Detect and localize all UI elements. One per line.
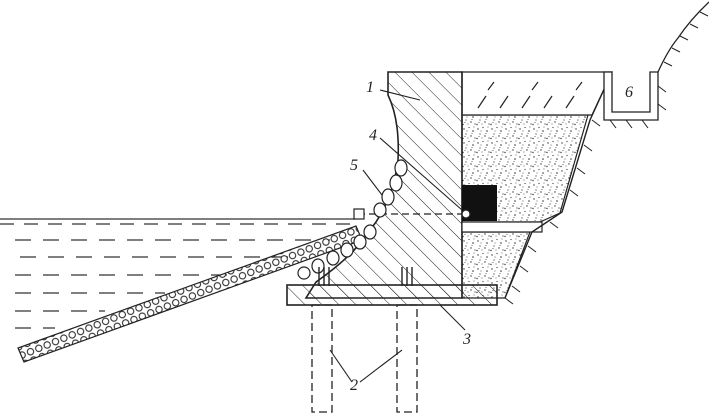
pile-anchor-bars	[318, 267, 413, 286]
label-piles: 2	[350, 377, 358, 394]
toe-stones	[297, 159, 408, 280]
ditch-hatch	[609, 85, 667, 129]
pile-right	[396, 304, 418, 413]
leader-line-toe-stones	[362, 169, 383, 196]
leader-line-base-slab	[439, 304, 466, 331]
base-slab	[286, 284, 498, 306]
drain-layer	[461, 221, 543, 233]
label-base-slab: 3	[462, 331, 471, 348]
pile-left	[311, 304, 333, 413]
ground-top-hatch	[477, 81, 583, 109]
label-drain: 4	[369, 127, 377, 144]
leader-line-crest	[379, 89, 421, 101]
leader-line-pile-right	[359, 349, 403, 383]
label-ditch: 6	[625, 84, 633, 101]
ground-top-layer	[461, 71, 613, 116]
hillside-curve	[657, 1, 709, 73]
embankment-hatch	[504, 119, 601, 305]
leader-lines	[329, 89, 466, 383]
drain-hole	[461, 209, 471, 219]
label-toe-stones: 5	[350, 157, 358, 174]
leader-line-drain	[379, 137, 463, 211]
water-body	[0, 218, 356, 329]
label-crest: 1	[366, 79, 374, 96]
drain-outlet-ledge	[353, 208, 365, 220]
embankment-slope	[504, 71, 613, 299]
hillside-hatch	[663, 11, 709, 67]
leader-line-pile-left	[329, 349, 353, 383]
